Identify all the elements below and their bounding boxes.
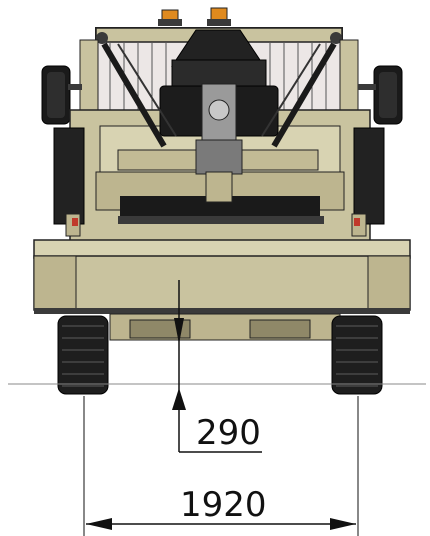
right-side-column — [351, 127, 385, 237]
track-arrow-right — [330, 518, 356, 530]
side-mirror-left — [41, 65, 82, 125]
clearance-arrow-down — [174, 318, 184, 344]
tire-right — [331, 315, 383, 395]
tire-left — [57, 315, 109, 395]
side-mirror-right — [358, 65, 403, 125]
drilling-boom-assembly — [101, 29, 337, 203]
clearance-arrow-up — [172, 388, 186, 410]
left-side-column — [53, 127, 85, 237]
track-width-value: 1920 — [180, 485, 267, 525]
amber-beacon-right — [207, 7, 231, 26]
ground-clearance-dimension: 290 — [172, 280, 262, 453]
front-axle — [109, 313, 341, 341]
track-arrow-left — [86, 518, 112, 530]
amber-beacon-left — [158, 9, 182, 26]
ground-clearance-value: 290 — [196, 413, 261, 453]
track-width-dimension: 1920 — [83, 396, 359, 536]
front-bumper — [33, 239, 411, 314]
